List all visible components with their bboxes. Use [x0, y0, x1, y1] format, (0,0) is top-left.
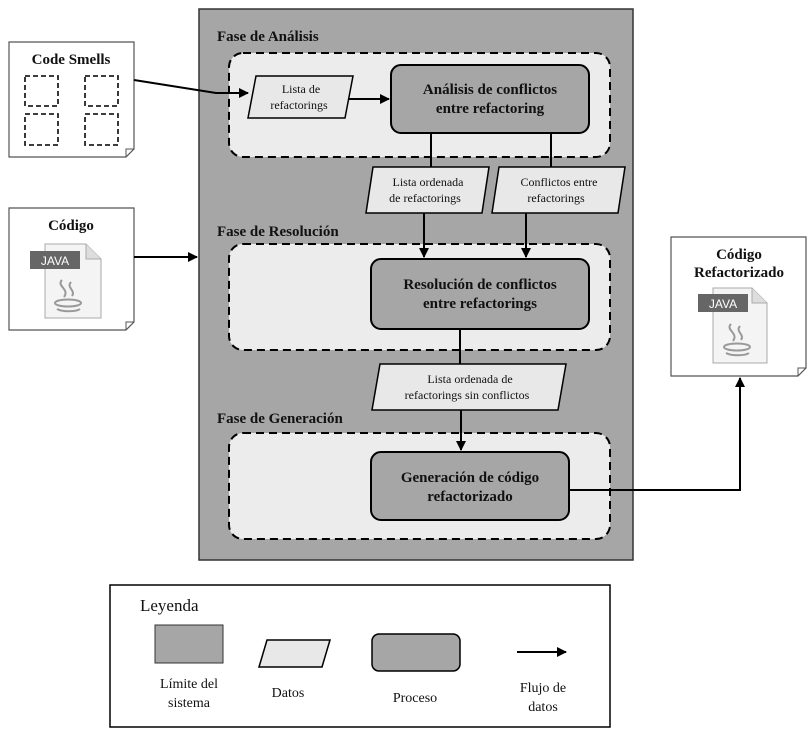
data-flows — [133, 79, 745, 491]
svg-text:Lista ordenada: Lista ordenada — [393, 175, 465, 189]
legend-process-swatch — [371, 633, 461, 672]
svg-text:refactorings: refactorings — [527, 191, 585, 205]
legend-title: Leyenda — [140, 596, 199, 615]
svg-text:entre refactoring: entre refactoring — [436, 101, 545, 117]
legend-system-label-1: Límite del — [160, 677, 218, 692]
process-generacion: Generación de código refactorizado — [370, 451, 570, 521]
java-file-icon-output: JAVA — [698, 287, 768, 364]
legend-flow-label-1: Flujo de — [520, 681, 566, 696]
svg-text:entre refactorings: entre refactorings — [423, 296, 537, 312]
legend-flow-label-2: datos — [528, 700, 558, 715]
data-conflictos: Conflictos entre refactorings — [491, 166, 626, 214]
legend-process-label: Proceso — [393, 691, 437, 706]
data-lista-ordenada: Lista ordenada de refactorings — [365, 166, 490, 214]
legend: Leyenda Límite del sistema Datos Proceso… — [109, 584, 611, 728]
svg-text:Resolución de conflictos: Resolución de conflictos — [403, 277, 556, 293]
svg-text:refactorings sin conflictos: refactorings sin conflictos — [405, 388, 530, 402]
codigo-refactorizado-document: Código Refactorizado JAVA — [670, 236, 807, 377]
data-lista-sin-conflictos: Lista ordenada de refactorings sin confl… — [371, 363, 567, 411]
flow-generacion-to-output — [569, 377, 745, 491]
code-smells-document: Code Smells — [8, 41, 135, 158]
svg-text:refactorings: refactorings — [270, 98, 328, 112]
data-lista-refactorings: Lista de refactorings — [247, 75, 354, 119]
process-resolucion: Resolución de conflictos entre refactori… — [370, 258, 590, 330]
codigo-document: Código JAVA — [8, 207, 135, 331]
legend-system-swatch — [154, 624, 224, 664]
svg-text:Lista ordenada de: Lista ordenada de — [427, 372, 512, 386]
svg-text:Conflictos entre: Conflictos entre — [521, 175, 598, 189]
output-title-line1: Código — [716, 247, 762, 263]
svg-text:refactorizado: refactorizado — [427, 489, 513, 505]
output-title-line2: Refactorizado — [694, 265, 784, 281]
codigo-title: Código — [48, 218, 94, 234]
java-file-icon: JAVA — [30, 243, 102, 319]
code-smells-icon — [24, 75, 119, 146]
flow-smells-to-lista — [133, 79, 249, 98]
legend-data-swatch — [257, 639, 332, 668]
code-smells-title: Code Smells — [32, 52, 111, 68]
svg-text:Análisis de conflictos: Análisis de conflictos — [423, 82, 557, 98]
process-analisis: Análisis de conflictos entre refactoring — [390, 64, 590, 134]
svg-text:de refactorings: de refactorings — [389, 191, 461, 205]
svg-text:Lista de: Lista de — [282, 82, 320, 96]
java-badge: JAVA — [41, 254, 69, 268]
phase-analisis-title: Fase de Análisis — [217, 29, 319, 45]
legend-system-label-2: sistema — [168, 696, 211, 711]
java-badge-output: JAVA — [709, 297, 737, 311]
phase-resolucion-title: Fase de Resolución — [217, 224, 339, 240]
legend-data-label: Datos — [272, 686, 305, 701]
svg-text:Generación de código: Generación de código — [401, 470, 539, 486]
phase-generacion-title: Fase de Generación — [217, 411, 343, 427]
